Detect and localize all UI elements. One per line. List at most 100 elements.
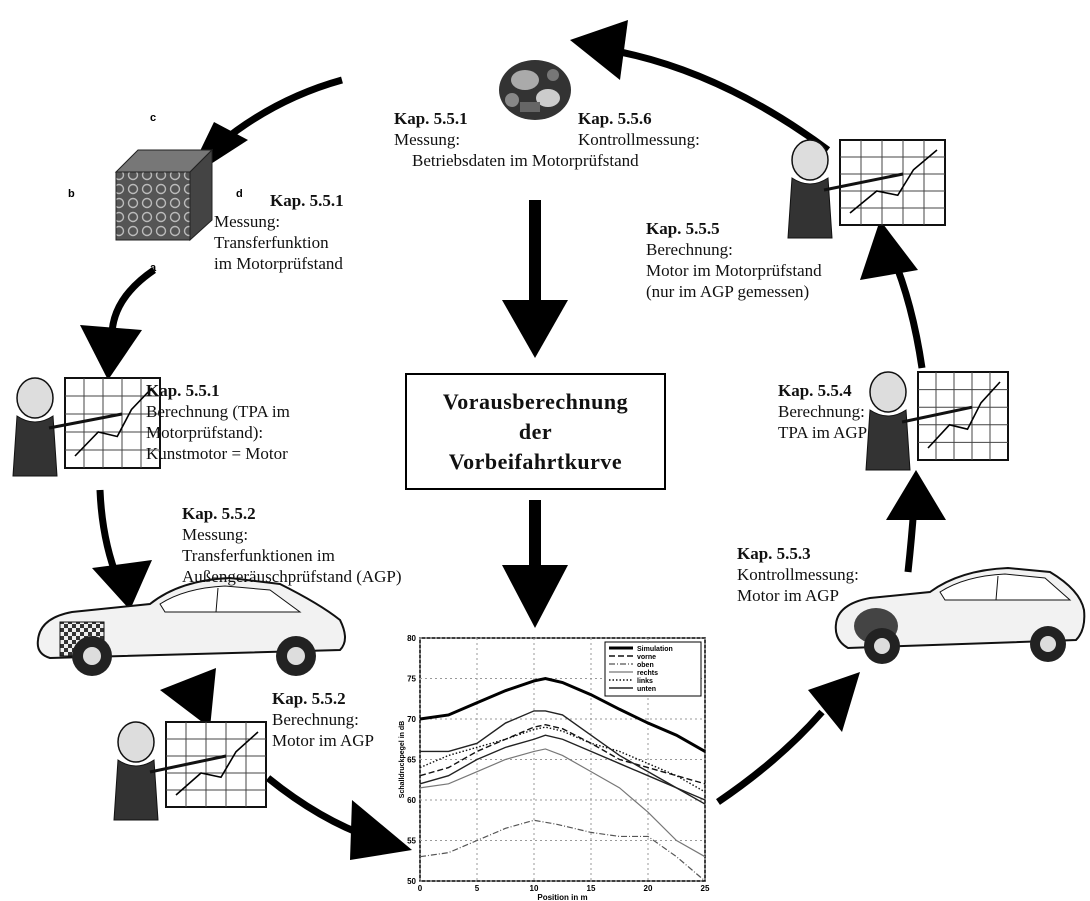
- label-kap: Kap. 5.5.5: [646, 219, 720, 238]
- cube-image: [114, 148, 214, 242]
- label-line: Transferfunktion: [214, 233, 329, 252]
- y-tick-label: 65: [407, 756, 416, 765]
- series-line: [419, 723, 706, 785]
- cube-mark-right: d: [236, 188, 243, 200]
- legend-entry: rechts: [637, 670, 658, 677]
- arrowhead-to-left-calc: [160, 668, 216, 728]
- man-pointing-chart-icon: [865, 371, 1009, 471]
- arrowhead-to-chart: [350, 800, 412, 860]
- label-kap: Kap. 5.5.1: [146, 381, 220, 400]
- y-tick-label: 55: [407, 837, 416, 846]
- series-line: [419, 819, 706, 882]
- legend-entry: links: [637, 678, 653, 685]
- label-line: Berechnung:: [778, 402, 865, 421]
- engine-image-top: [499, 60, 571, 120]
- label-line: Transferfunktionen im: [182, 546, 335, 565]
- series-line: [419, 748, 706, 858]
- label-line: Kunstmotor = Motor: [146, 444, 288, 463]
- arrowhead-center-bottom: [502, 565, 568, 628]
- series-line: [420, 710, 706, 805]
- cube-mark-top: c: [150, 112, 157, 124]
- label-line: (nur im AGP gemessen): [646, 282, 810, 301]
- x-axis-label: Position in m: [537, 893, 587, 901]
- label-top-shared: Betriebsdaten im Motorprüfstand: [412, 150, 639, 171]
- legend-entry: oben: [637, 662, 654, 669]
- label-line: Kontrollmessung:: [737, 565, 859, 584]
- man-pointing-chart-icon: [113, 721, 267, 821]
- label-line: Außengeräuschprüfstand (AGP): [182, 567, 402, 586]
- arc-chart-to-car: [716, 709, 825, 805]
- arrowhead-to-right-calc: [860, 220, 918, 280]
- label-kap: Kap. 5.5.2: [182, 504, 256, 523]
- y-tick-label: 75: [407, 675, 416, 684]
- label-line: Berechnung (TPA im: [146, 402, 290, 421]
- center-box-line1: Vorausberechnung: [442, 388, 629, 414]
- label-line: TPA im AGP: [778, 423, 868, 442]
- label-line: Motor im AGP: [272, 731, 375, 750]
- label-kap: Kap. 5.5.6: [578, 109, 652, 128]
- label-right-lower: Kap. 5.5.3 Kontrollmessung: Motor im AGP: [737, 543, 859, 606]
- label-kap: Kap. 5.5.3: [737, 544, 811, 563]
- center-box-line3: Vorbeifahrtkurve: [448, 448, 623, 474]
- man-pointing-chart-icon: [12, 377, 161, 477]
- label-line: Messung:: [182, 525, 249, 544]
- label-line: Berechnung:: [272, 710, 359, 729]
- label-line: im Motorprüfstand: [214, 254, 343, 273]
- car-right-image: [834, 566, 1086, 664]
- x-tick-label: 15: [587, 884, 596, 893]
- label-upper-left: Kap. 5.5.1 Messung: Transferfunktion im …: [214, 190, 344, 274]
- legend-entry: Simulation: [637, 646, 673, 653]
- label-line: Kontrollmessung:: [578, 130, 700, 149]
- center-arrows: [502, 200, 568, 628]
- arrowhead-to-calc: [80, 325, 142, 380]
- car-left-image: [36, 576, 346, 676]
- arrowhead-center-top: [502, 300, 568, 358]
- cube-mark-bottom: a: [150, 262, 157, 274]
- x-tick-label: 0: [418, 884, 423, 893]
- label-left-calc: Kap. 5.5.1 Berechnung (TPA im Motorprüfs…: [146, 380, 290, 464]
- chart-legend: [604, 641, 702, 697]
- label-kap: Kap. 5.5.1: [270, 191, 344, 210]
- arrowhead-to-right-car: [808, 672, 860, 732]
- legend-entry: vorne: [637, 654, 656, 661]
- arrowhead-to-car: [92, 560, 152, 610]
- series-line: [419, 734, 706, 801]
- series-line: [419, 726, 706, 793]
- label-line: Motorprüfstand):: [146, 423, 264, 442]
- center-box-line2: der: [518, 418, 553, 444]
- label-line: Motor im AGP: [737, 586, 840, 605]
- x-tick-label: 20: [644, 884, 653, 893]
- label-line: Betriebsdaten im Motorprüfstand: [412, 151, 639, 170]
- legend-entry: unten: [637, 686, 656, 693]
- label-line: Motor im Motorprüfstand: [646, 261, 822, 280]
- label-kap: Kap. 5.5.1: [394, 109, 468, 128]
- center-box: Vorausberechnung der Vorbeifahrtkurve: [405, 373, 666, 490]
- y-axis-label: Schalldruckpegel in dB: [399, 721, 406, 798]
- arrowhead-to-engine: [570, 20, 628, 80]
- label-left-agp: Kap. 5.5.2 Messung: Transferfunktionen i…: [182, 503, 402, 587]
- label-right-mid: Kap. 5.5.4 Berechnung: TPA im AGP: [778, 380, 867, 443]
- label-bottom-left: Kap. 5.5.2 Berechnung: Motor im AGP: [272, 688, 374, 751]
- label-line: Berechnung:: [646, 240, 733, 259]
- label-top-right: Kap. 5.5.6 Kontrollmessung:: [578, 108, 700, 150]
- label-line: Messung:: [394, 130, 461, 149]
- x-tick-label: 10: [530, 884, 539, 893]
- label-kap: Kap. 5.5.4: [778, 381, 852, 400]
- label-line: Messung:: [214, 212, 281, 231]
- cube-mark-left: b: [68, 188, 75, 200]
- man-chart-icons: [12, 139, 1009, 821]
- x-tick-label: 25: [701, 884, 710, 893]
- arrowhead-to-tpa: [886, 470, 946, 520]
- y-tick-label: 70: [407, 715, 416, 724]
- y-tick-label: 80: [407, 634, 416, 643]
- cycle-arrows: [80, 20, 946, 860]
- label-top-left: Kap. 5.5.1 Messung:: [394, 108, 468, 150]
- label-right-upper: Kap. 5.5.5 Berechnung: Motor im Motorprü…: [646, 218, 822, 302]
- man-pointing-chart-icon: [787, 139, 946, 239]
- y-tick-label: 50: [407, 877, 416, 886]
- series-line: [419, 676, 706, 753]
- x-tick-label: 5: [475, 884, 480, 893]
- label-kap: Kap. 5.5.2: [272, 689, 346, 708]
